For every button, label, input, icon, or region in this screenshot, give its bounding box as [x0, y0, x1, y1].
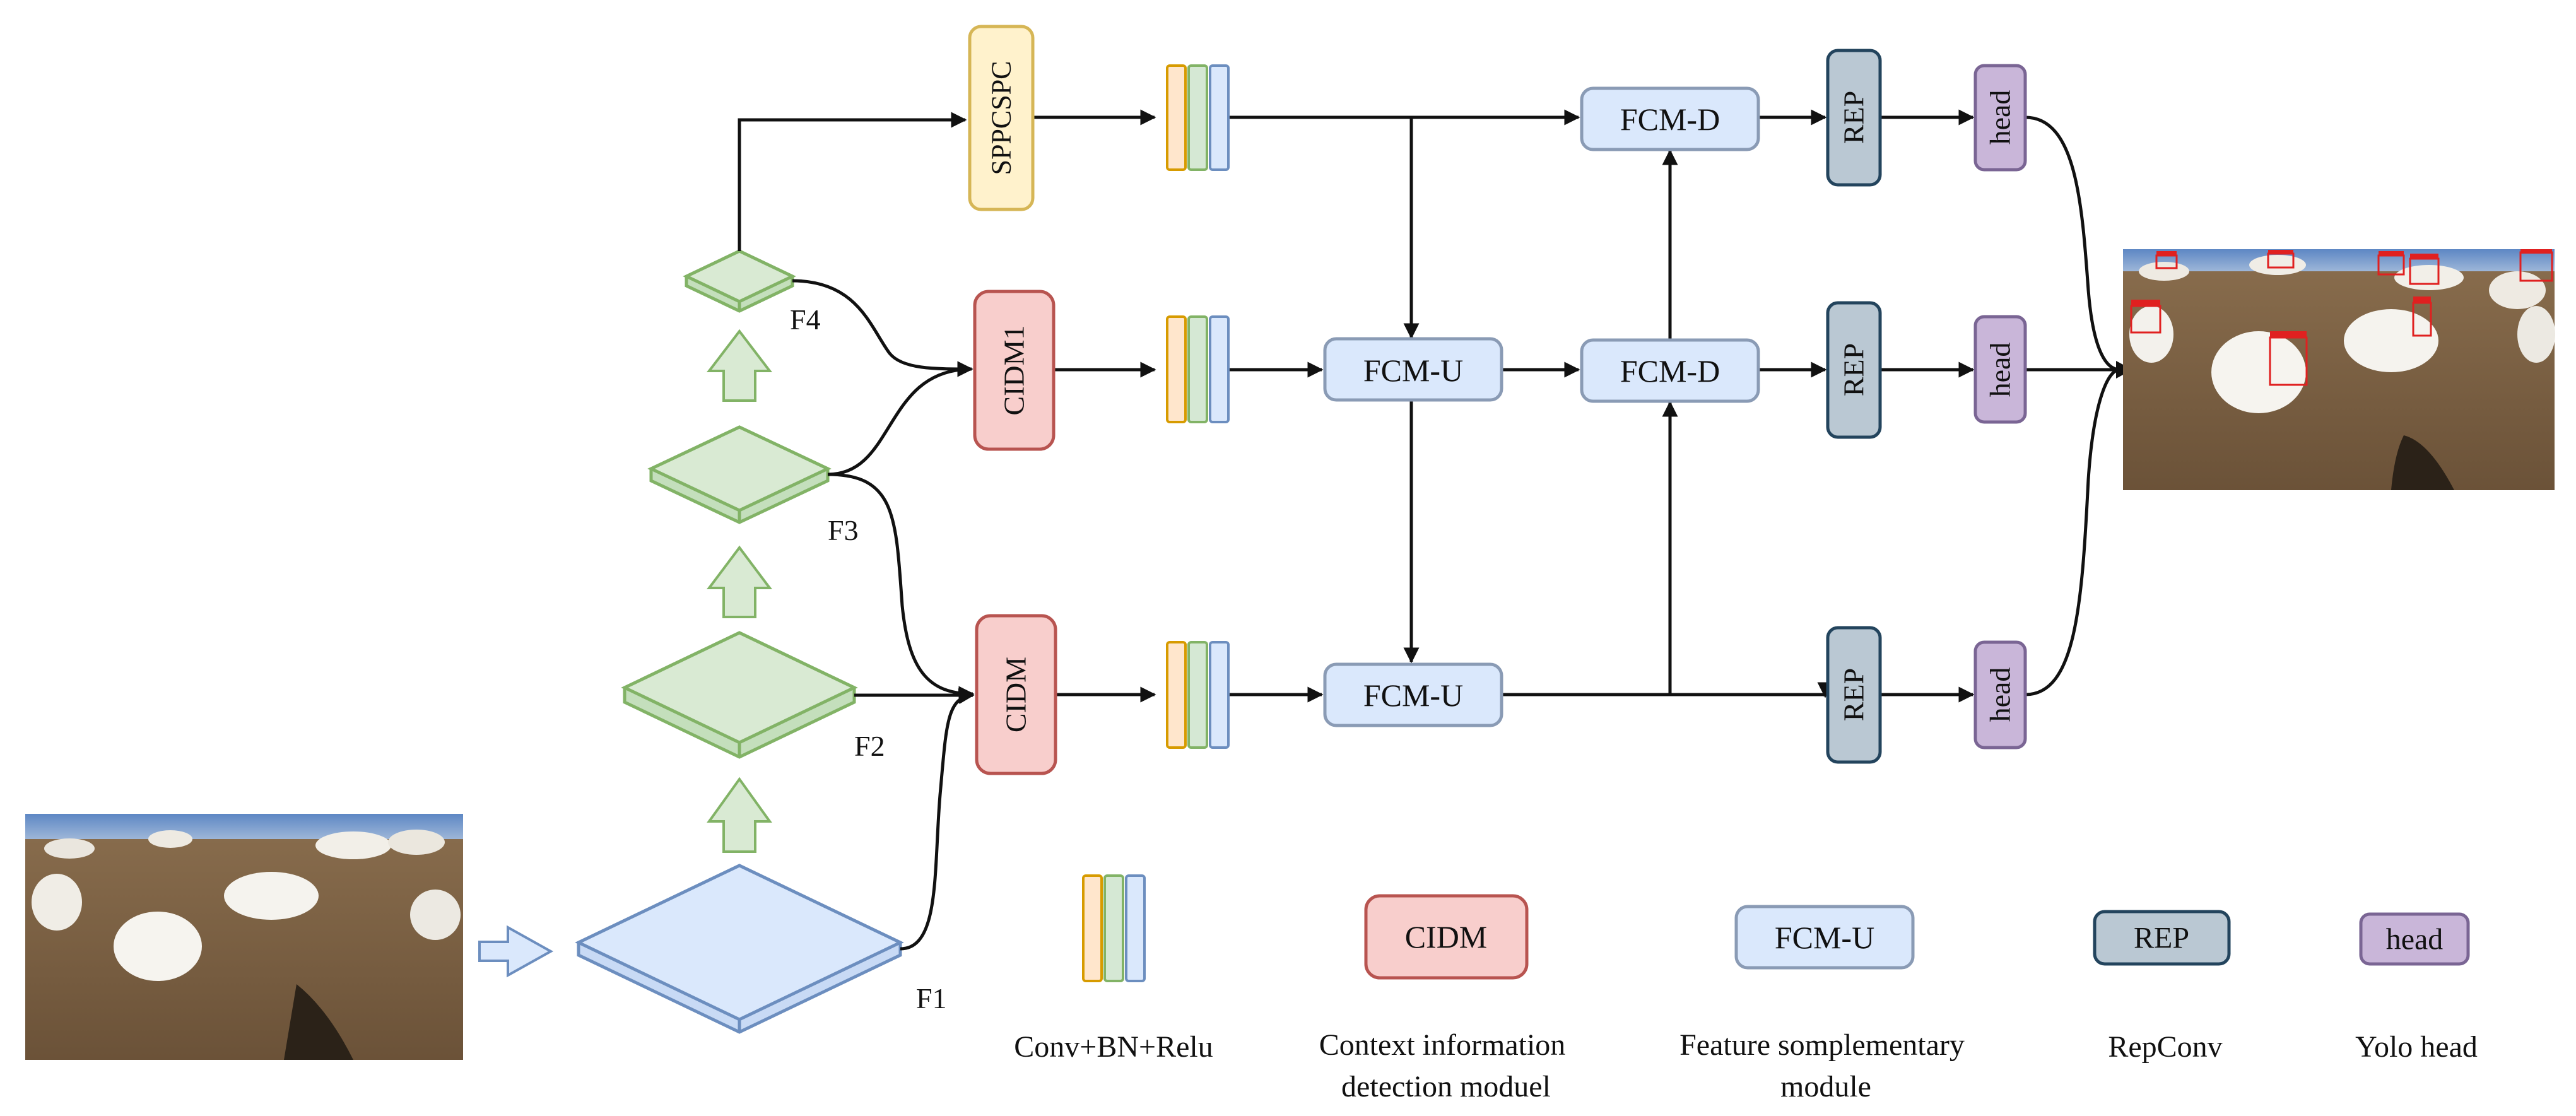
- legend-head-label: Yolo head: [2355, 1030, 2478, 1064]
- legend-cidm-box-label: CIDM: [1405, 919, 1488, 954]
- legend-conv-label: Conv+BN+Relu: [1014, 1030, 1213, 1064]
- connection-lines: [738, 109, 2120, 951]
- pyramid-level-f3: [647, 425, 832, 524]
- head-label-top: head: [1984, 90, 2016, 145]
- legend-fcm-icon: FCM-U: [1734, 905, 1915, 970]
- fcm-d-label-middle: FCM-D: [1620, 353, 1720, 389]
- rep-block-top: REP: [1826, 49, 1882, 187]
- legend-conv-icon: [1082, 874, 1146, 982]
- legend-rep-icon: REP: [2093, 910, 2231, 966]
- rep-block-middle: REP: [1826, 301, 1882, 439]
- pyramid-arrow-1: [707, 777, 772, 853]
- rep-label-middle: REP: [1838, 343, 1870, 396]
- fcm-d-block-top: FCM-D: [1580, 86, 1760, 151]
- input-arrow: [478, 925, 554, 978]
- fcm-u-label-bottom: FCM-U: [1363, 678, 1463, 713]
- conv-stack-top: [1166, 64, 1230, 171]
- sppcspc-block: SPPCSPC: [968, 25, 1035, 211]
- head-block-bottom: head: [1973, 640, 2027, 749]
- fcm-u-label-middle: FCM-U: [1363, 353, 1463, 388]
- cidm-label: CIDM: [1000, 657, 1032, 732]
- legend-rep-label: RepConv: [2108, 1030, 2222, 1064]
- head-block-middle: head: [1973, 315, 2027, 424]
- legend-fcm-label: Feature somplementary module: [1679, 1028, 1972, 1103]
- rep-label-top: REP: [1838, 91, 1870, 144]
- label-f1: F1: [916, 982, 947, 1014]
- pyramid-level-f2: [621, 631, 858, 759]
- pyramid-arrow-2: [707, 545, 772, 618]
- legend-cidm-icon: CIDM: [1364, 894, 1529, 980]
- fcm-d-label-top: FCM-D: [1620, 102, 1720, 137]
- fcm-u-block-bottom: FCM-U: [1323, 662, 1503, 727]
- label-f4: F4: [790, 303, 821, 336]
- fcm-u-block-middle: FCM-U: [1323, 337, 1503, 402]
- output-image: [2123, 249, 2555, 490]
- sppcspc-label: SPPCSPC: [986, 61, 1017, 175]
- rep-label-bottom: REP: [1838, 668, 1870, 721]
- head-block-top: head: [1973, 64, 2027, 172]
- label-f3: F3: [828, 514, 859, 546]
- legend-cidm-label: Context information detection moduel: [1319, 1028, 1573, 1103]
- legend-fcm-box-label: FCM-U: [1775, 920, 1874, 955]
- head-label-middle: head: [1984, 343, 2016, 397]
- conv-stack-middle: [1166, 315, 1230, 423]
- cidm1-label: CIDM1: [998, 325, 1030, 415]
- conv-stack-bottom: [1166, 641, 1230, 749]
- pyramid-level-f1: [575, 864, 904, 1034]
- cidm-block: CIDM: [975, 614, 1057, 775]
- pyramid-level-f4: [683, 249, 796, 313]
- pyramid-arrow-3: [706, 329, 773, 402]
- head-label-bottom: head: [1984, 667, 2016, 722]
- label-f2: F2: [854, 730, 885, 762]
- cidm1-block: CIDM1: [973, 290, 1056, 451]
- rep-block-bottom: REP: [1826, 626, 1882, 764]
- legend-head-icon: head: [2359, 912, 2470, 966]
- input-image: [25, 814, 463, 1060]
- fcm-d-block-middle: FCM-D: [1580, 338, 1760, 403]
- legend-rep-box-label: REP: [2134, 922, 2189, 955]
- legend-head-box-label: head: [2386, 923, 2444, 956]
